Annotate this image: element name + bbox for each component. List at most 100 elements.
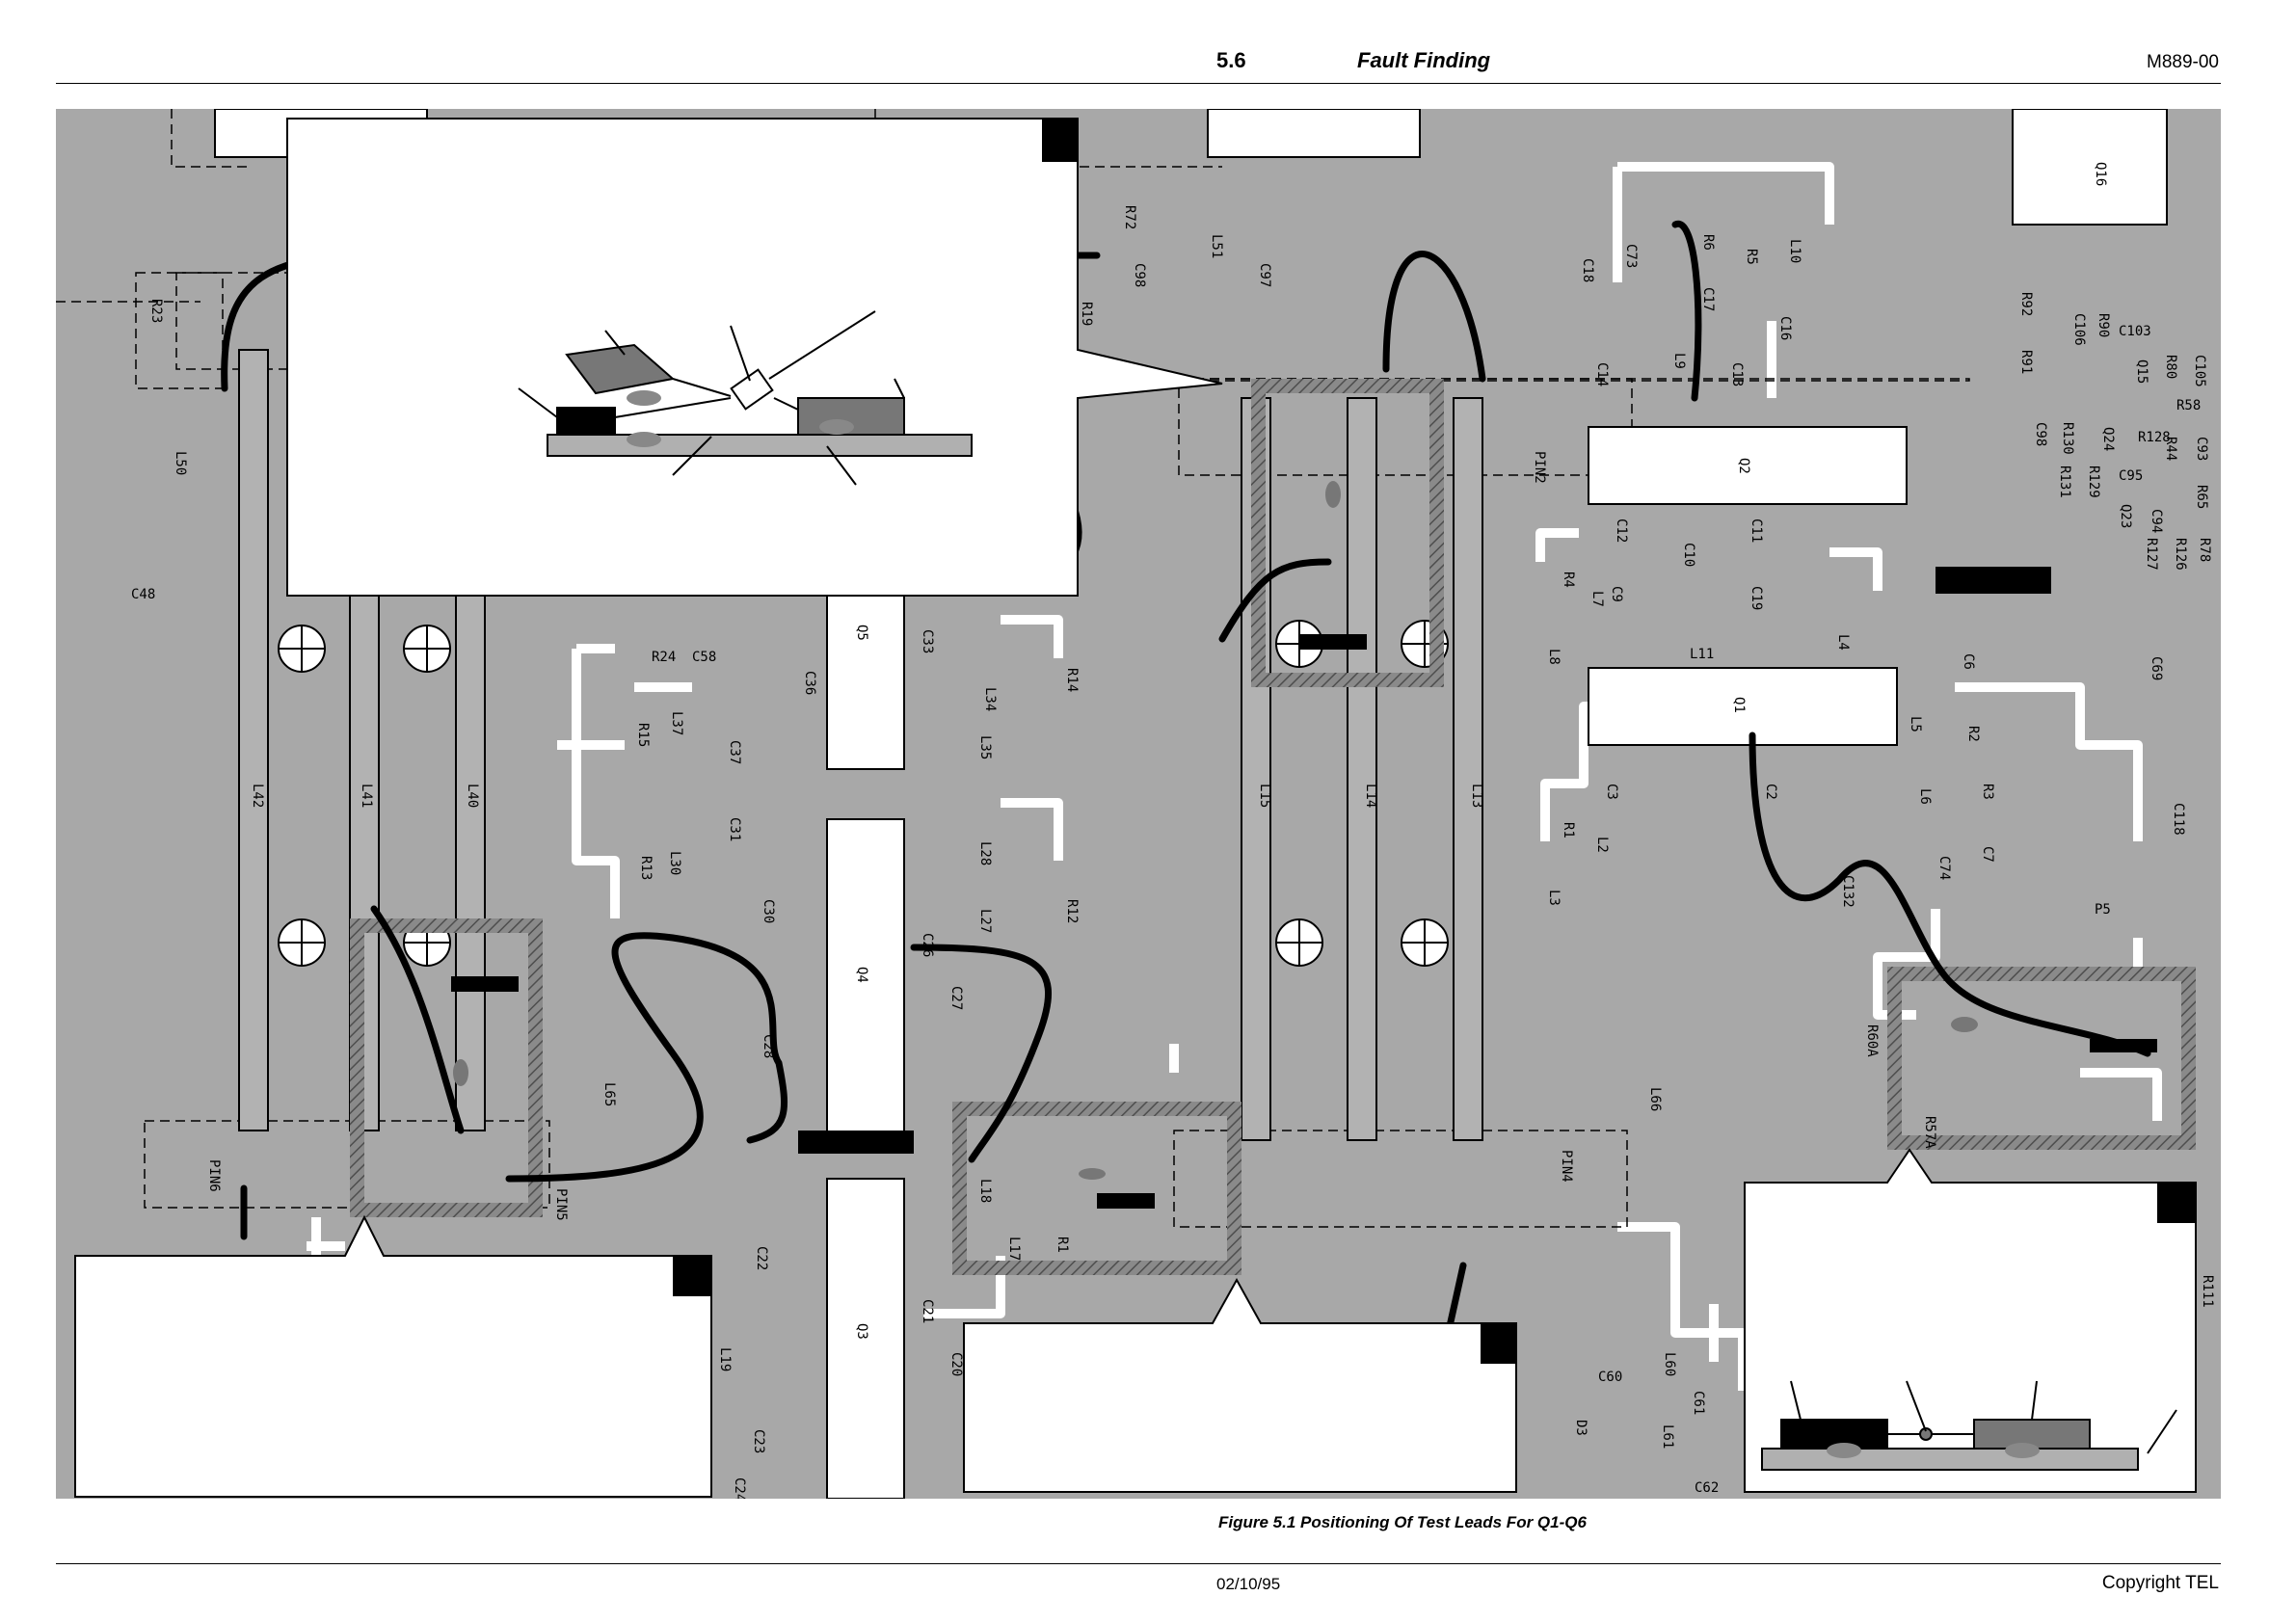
component-label: Q2 <box>1736 458 1751 474</box>
footer-copyright: Copyright TEL <box>2101 1573 2219 1593</box>
component-label: C27 <box>948 986 964 1010</box>
screw-holes <box>278 620 1449 967</box>
header-rule <box>56 83 2221 84</box>
section-title: Fault Finding <box>1357 48 1491 72</box>
component-label: Q3 <box>854 1323 869 1340</box>
component-label: C12 <box>1614 519 1629 543</box>
component-label: C23 <box>751 1429 766 1453</box>
component-label: C18 <box>1580 258 1595 282</box>
component-label: R128 <box>2138 430 2171 445</box>
lead-probes <box>451 567 2157 1209</box>
component-label: PIN6 <box>206 1159 222 1192</box>
component-label: C74 <box>1936 856 1952 880</box>
component-label: Q24 <box>2100 427 2116 451</box>
component-label: C16 <box>1777 316 1793 340</box>
component-label: PIN5 <box>553 1188 569 1221</box>
component-label: L18 <box>977 1179 993 1203</box>
document-number: M889-00 <box>2147 52 2219 72</box>
lead-clips <box>453 481 1978 1180</box>
component-label: R130 <box>2060 422 2075 455</box>
component-label: C14 <box>1594 362 1610 386</box>
component-label: R92 <box>2018 292 2034 316</box>
component-label: PIN2 <box>1532 451 1547 484</box>
component-label: C69 <box>2149 656 2164 680</box>
component-label: Q16 <box>2093 162 2108 186</box>
component-label: L8 <box>1546 649 1562 665</box>
component-label: R126 <box>2173 538 2188 571</box>
component-label: L7 <box>1589 591 1605 607</box>
component-label: C30 <box>761 899 776 923</box>
component-label: PIN4 <box>1559 1150 1574 1183</box>
callout-tabs <box>673 119 2196 1364</box>
component-label: L66 <box>1647 1087 1663 1111</box>
footer-date: 02/10/95 <box>1216 1575 1281 1593</box>
component-label: L30 <box>667 851 682 875</box>
component-label: L35 <box>977 735 993 759</box>
component-label: C21 <box>920 1299 935 1323</box>
component-label: C61 <box>1691 1391 1706 1415</box>
component-label: R111 <box>2200 1275 2215 1308</box>
component-label: L3 <box>1546 890 1562 906</box>
component-label: C103 <box>2119 324 2151 339</box>
component-label: L11 <box>1690 647 1714 662</box>
component-label: C132 <box>1840 875 1855 908</box>
component-label: R2 <box>1965 726 1981 742</box>
component-label: C26 <box>920 933 935 957</box>
component-label: R12 <box>1064 899 1080 923</box>
component-label: L60 <box>1662 1352 1677 1376</box>
callout-q5 <box>74 1214 712 1498</box>
detail-q6 <box>518 310 973 486</box>
component-label: R44 <box>2163 437 2178 461</box>
component-label: C95 <box>2119 468 2143 484</box>
component-label: C60 <box>1598 1370 1622 1385</box>
component-label: C93 <box>2194 437 2209 461</box>
component-label: C13 <box>1729 362 1745 386</box>
component-label: R58 <box>2176 398 2201 413</box>
figure-caption: Figure 5.1 Positioning Of Test Leads For… <box>1218 1513 1587 1531</box>
component-label: R90 <box>2096 313 2111 337</box>
component-label: C3 <box>1604 784 1619 800</box>
component-label: C97 <box>1257 263 1272 287</box>
component-label: L42 <box>250 784 265 808</box>
pcb-traces <box>307 162 2162 1391</box>
component-label: L13 <box>1469 784 1484 808</box>
component-label: R129 <box>2086 466 2101 498</box>
component-label: R72 <box>1122 205 1137 229</box>
footer-rule <box>56 1563 2221 1564</box>
component-label: R14 <box>1064 668 1080 692</box>
component-label: R78 <box>2197 538 2212 562</box>
component-label: R19 <box>1079 302 1094 326</box>
component-label: R1 <box>1055 1237 1070 1253</box>
component-label: L61 <box>1660 1424 1675 1449</box>
component-label: C36 <box>802 671 817 695</box>
top-shields <box>214 109 2168 226</box>
component-label: L34 <box>982 687 998 711</box>
component-label: L4 <box>1835 634 1851 651</box>
component-label: R23 <box>148 299 164 323</box>
component-label: R4 <box>1561 572 1576 588</box>
component-label: R15 <box>635 723 651 747</box>
component-label: Q23 <box>2118 504 2133 528</box>
component-label: C7 <box>1980 846 1995 863</box>
component-label: C24 <box>732 1477 747 1499</box>
component-label: C73 <box>1623 244 1639 268</box>
component-label: Q1 <box>1731 697 1747 713</box>
component-label: L5 <box>1908 716 1923 732</box>
component-label: C118 <box>2171 803 2186 836</box>
component-label: R1 <box>1561 822 1576 838</box>
component-label: R60A <box>1864 1024 1880 1057</box>
component-label: D3 <box>1573 1420 1589 1436</box>
component-label: L9 <box>1671 353 1687 369</box>
component-label: Q4 <box>854 967 869 983</box>
component-label: L14 <box>1363 784 1378 808</box>
component-label: P5 <box>2095 902 2111 918</box>
callout-q4 <box>963 1277 1517 1493</box>
component-label: C11 <box>1749 519 1764 543</box>
component-label: C17 <box>1700 287 1716 311</box>
component-label: C106 <box>2071 313 2087 346</box>
component-label: C33 <box>920 629 935 653</box>
component-label: R57A <box>1922 1116 1937 1149</box>
component-label: C9 <box>1609 586 1624 602</box>
callouts <box>74 118 2197 1498</box>
component-label: C20 <box>948 1352 964 1376</box>
